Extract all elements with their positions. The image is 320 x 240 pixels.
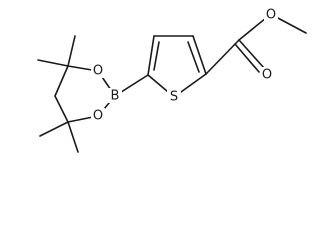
bond-carbonyl-o-double-1 xyxy=(238,39,265,69)
bond-o-methyl xyxy=(275,16,307,34)
atom-boron: B xyxy=(111,89,120,104)
bond-c2-c3 xyxy=(192,35,207,75)
bond-c-bottom-ch2 xyxy=(54,95,69,123)
bond-methyl-top-left xyxy=(37,59,69,67)
bond-methyl-bottom-down xyxy=(67,121,79,153)
bond-c2-carbonyl xyxy=(205,39,240,75)
bond-c4-c5-double xyxy=(153,41,160,71)
atom-oxygen-ring-bottom: O xyxy=(93,109,103,124)
bond-methyl-bottom-left xyxy=(39,121,69,137)
atom-oxygen-ring-top: O xyxy=(93,64,103,79)
atom-sulfur: S xyxy=(170,90,178,105)
bond-carbonyl-o-ester xyxy=(238,17,267,41)
bond-carbonyl-o-double-2 xyxy=(234,43,260,73)
bond-c-top-ch2 xyxy=(54,65,69,97)
bond-c2-c3-double xyxy=(187,41,200,73)
atom-oxygen-ester: O xyxy=(266,8,276,23)
atom-oxygen-carbonyl: O xyxy=(262,68,272,83)
molecule-drawing: B O O S O O xyxy=(37,8,307,153)
bond-methyl-top-up xyxy=(67,35,76,67)
structure-diagram: B O O S O O xyxy=(37,8,307,153)
bond-c4-c5 xyxy=(147,35,155,76)
